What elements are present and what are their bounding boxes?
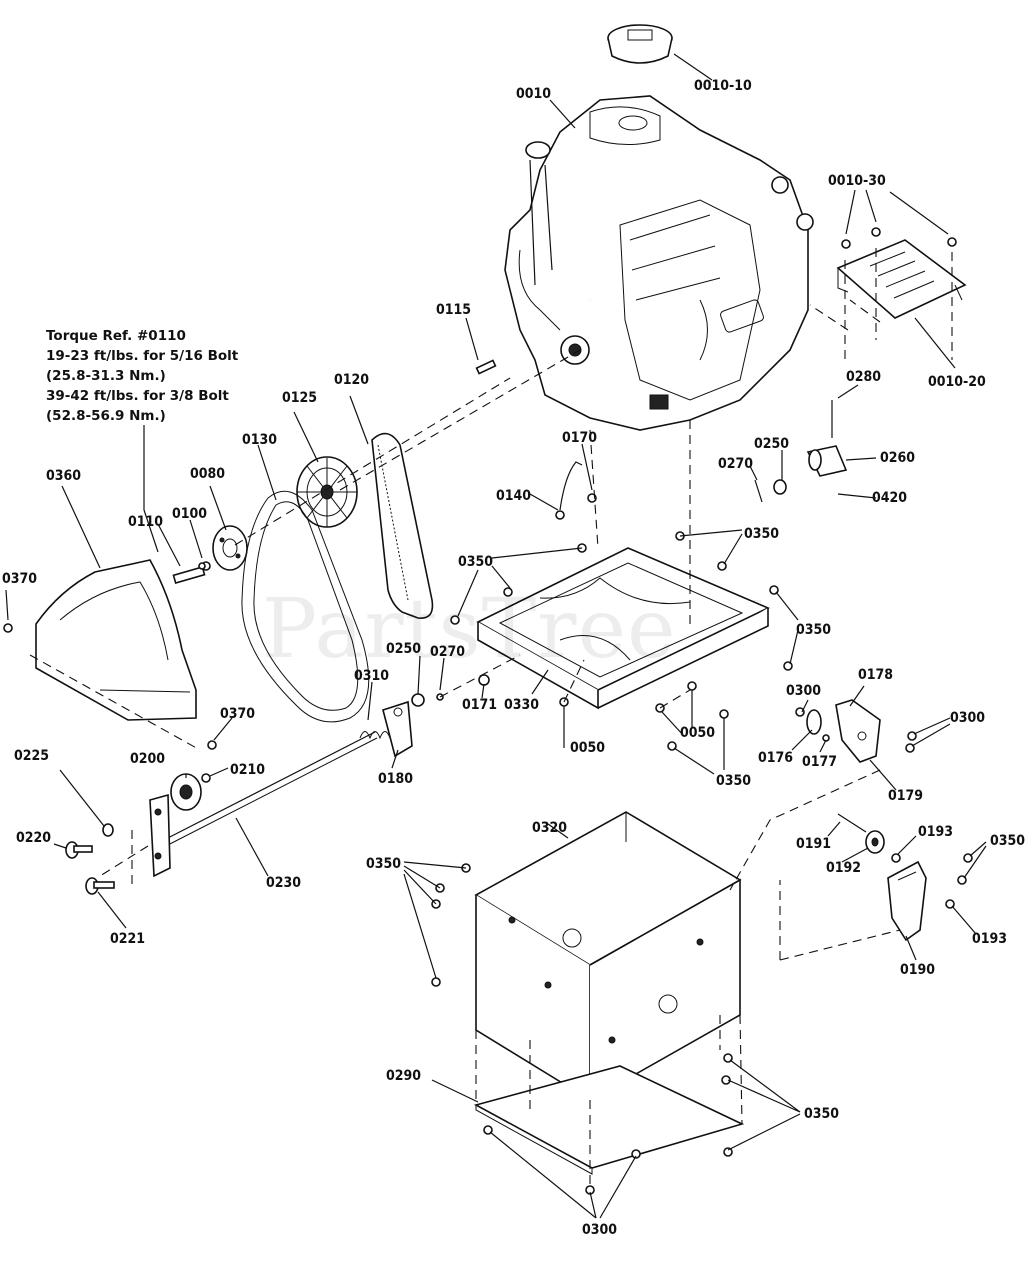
callout-0350[interactable]: 0350 bbox=[804, 1106, 840, 1122]
frame-plate-part[interactable] bbox=[476, 547, 770, 710]
leader-lines bbox=[5, 53, 987, 1219]
callout-0010[interactable]: 0010 bbox=[516, 86, 552, 102]
callout-0210[interactable]: 0210 bbox=[230, 762, 266, 778]
pin-0220-part[interactable] bbox=[65, 841, 93, 859]
auger-belt-part[interactable] bbox=[371, 432, 434, 619]
callout-0110[interactable]: 0110 bbox=[128, 514, 164, 530]
callout-0200[interactable]: 0200 bbox=[130, 751, 166, 767]
callout-0310[interactable]: 0310 bbox=[354, 668, 390, 684]
callout-0260[interactable]: 0260 bbox=[880, 450, 916, 466]
callout-0120[interactable]: 0120 bbox=[334, 372, 370, 388]
callout-0115[interactable]: 0115 bbox=[436, 302, 472, 318]
screws-group[interactable] bbox=[3, 227, 973, 1195]
washer-0250-part[interactable] bbox=[773, 479, 787, 495]
callout-0350[interactable]: 0350 bbox=[366, 856, 402, 872]
bolt-0191-part[interactable] bbox=[837, 813, 867, 833]
torque-note: Torque Ref. #0110 19-23 ft/lbs. for 5/16… bbox=[46, 326, 238, 426]
bracket-0180-part[interactable] bbox=[382, 700, 413, 758]
callout-0171[interactable]: 0171 bbox=[462, 697, 498, 713]
callout-0320[interactable]: 0320 bbox=[532, 820, 568, 836]
callout-0250[interactable]: 0250 bbox=[386, 641, 422, 657]
callout-0350[interactable]: 0350 bbox=[458, 554, 494, 570]
callout-0130[interactable]: 0130 bbox=[242, 432, 278, 448]
callout-0360[interactable]: 0360 bbox=[46, 468, 82, 484]
key-0115-part[interactable] bbox=[475, 359, 497, 375]
callout-0125[interactable]: 0125 bbox=[282, 390, 318, 406]
gear-0192-part[interactable] bbox=[865, 830, 885, 854]
callout-0177[interactable]: 0177 bbox=[802, 754, 838, 770]
callout-0178[interactable]: 0178 bbox=[858, 667, 894, 683]
callout-0370[interactable]: 0370 bbox=[2, 571, 38, 587]
callout-0270[interactable]: 0270 bbox=[430, 644, 466, 660]
switch-0260-part[interactable] bbox=[806, 445, 848, 477]
callout-0300[interactable]: 0300 bbox=[950, 710, 986, 726]
pulley-0200-part[interactable] bbox=[170, 773, 202, 811]
callout-0100[interactable]: 0100 bbox=[172, 506, 208, 522]
callout-0010-10[interactable]: 0010-10 bbox=[694, 78, 752, 94]
callout-0300[interactable]: 0300 bbox=[786, 683, 822, 699]
callout-0050[interactable]: 0050 bbox=[680, 725, 716, 741]
engine-part[interactable] bbox=[504, 95, 814, 431]
callout-0280[interactable]: 0280 bbox=[846, 369, 882, 385]
spring-0310-part[interactable] bbox=[359, 731, 391, 740]
callout-0193[interactable]: 0193 bbox=[918, 824, 954, 840]
bracket-left-part[interactable] bbox=[149, 793, 171, 878]
callout-0010-20[interactable]: 0010-20 bbox=[928, 374, 986, 390]
callout-0370[interactable]: 0370 bbox=[220, 706, 256, 722]
callout-0193[interactable]: 0193 bbox=[972, 931, 1008, 947]
callout-0190[interactable]: 0190 bbox=[900, 962, 936, 978]
callout-0192[interactable]: 0192 bbox=[826, 860, 862, 876]
frame-housing-part[interactable] bbox=[474, 811, 742, 1102]
callout-0350[interactable]: 0350 bbox=[716, 773, 752, 789]
pin-0221-part[interactable] bbox=[85, 877, 115, 895]
callout-0250[interactable]: 0250 bbox=[754, 436, 790, 452]
torque-note-title: Torque Ref. #0110 bbox=[46, 328, 186, 344]
watermark: PartsTree bbox=[262, 582, 677, 677]
shaft-0230-part[interactable] bbox=[159, 731, 378, 849]
belt-cover-part[interactable] bbox=[35, 559, 197, 721]
pulley-0080-part[interactable] bbox=[212, 525, 248, 571]
assembly-lines bbox=[29, 248, 953, 1190]
callout-0225[interactable]: 0225 bbox=[14, 748, 50, 764]
callout-0290[interactable]: 0290 bbox=[386, 1068, 422, 1084]
washer-0225-part[interactable] bbox=[102, 823, 114, 837]
callout-0180[interactable]: 0180 bbox=[378, 771, 414, 787]
bottom-plate-part[interactable] bbox=[473, 1065, 745, 1175]
callout-0300[interactable]: 0300 bbox=[582, 1222, 618, 1238]
torque-note-line: 19-23 ft/lbs. for 5/16 Bolt bbox=[46, 348, 239, 364]
callout-0220[interactable]: 0220 bbox=[16, 830, 52, 846]
callout-0176[interactable]: 0176 bbox=[758, 750, 794, 766]
torque-note-line: 39-42 ft/lbs. for 3/8 Bolt bbox=[46, 388, 229, 404]
callout-0420[interactable]: 0420 bbox=[872, 490, 908, 506]
callout-0350[interactable]: 0350 bbox=[990, 833, 1026, 849]
gas-cap-part[interactable] bbox=[607, 24, 673, 64]
callout-0179[interactable]: 0179 bbox=[888, 788, 924, 804]
callout-0330[interactable]: 0330 bbox=[504, 697, 540, 713]
callout-0170[interactable]: 0170 bbox=[562, 430, 598, 446]
washer-0176-part[interactable] bbox=[806, 709, 822, 735]
callout-0191[interactable]: 0191 bbox=[796, 836, 832, 852]
callout-0270[interactable]: 0270 bbox=[718, 456, 754, 472]
watermark-trademark: ™ bbox=[752, 598, 763, 611]
drive-belt-part[interactable] bbox=[241, 490, 370, 723]
callout-0230[interactable]: 0230 bbox=[266, 875, 302, 891]
rod-0140-part[interactable] bbox=[559, 461, 583, 511]
heat-shield-part[interactable] bbox=[836, 239, 967, 319]
torque-note-line: (52.8-56.9 Nm.) bbox=[46, 408, 166, 424]
callout-0221[interactable]: 0221 bbox=[110, 931, 146, 947]
callout-0140[interactable]: 0140 bbox=[496, 488, 532, 504]
callout-0050[interactable]: 0050 bbox=[570, 740, 606, 756]
clip-0270-part[interactable] bbox=[754, 479, 763, 503]
callout-0080[interactable]: 0080 bbox=[190, 466, 226, 482]
bracket-0178-part[interactable] bbox=[835, 699, 881, 763]
callout-0010-30[interactable]: 0010-30 bbox=[828, 173, 886, 189]
bracket-0190-part[interactable] bbox=[887, 860, 927, 942]
callout-0350[interactable]: 0350 bbox=[744, 526, 780, 542]
callout-0350[interactable]: 0350 bbox=[796, 622, 832, 638]
torque-note-line: (25.8-31.3 Nm.) bbox=[46, 368, 166, 384]
